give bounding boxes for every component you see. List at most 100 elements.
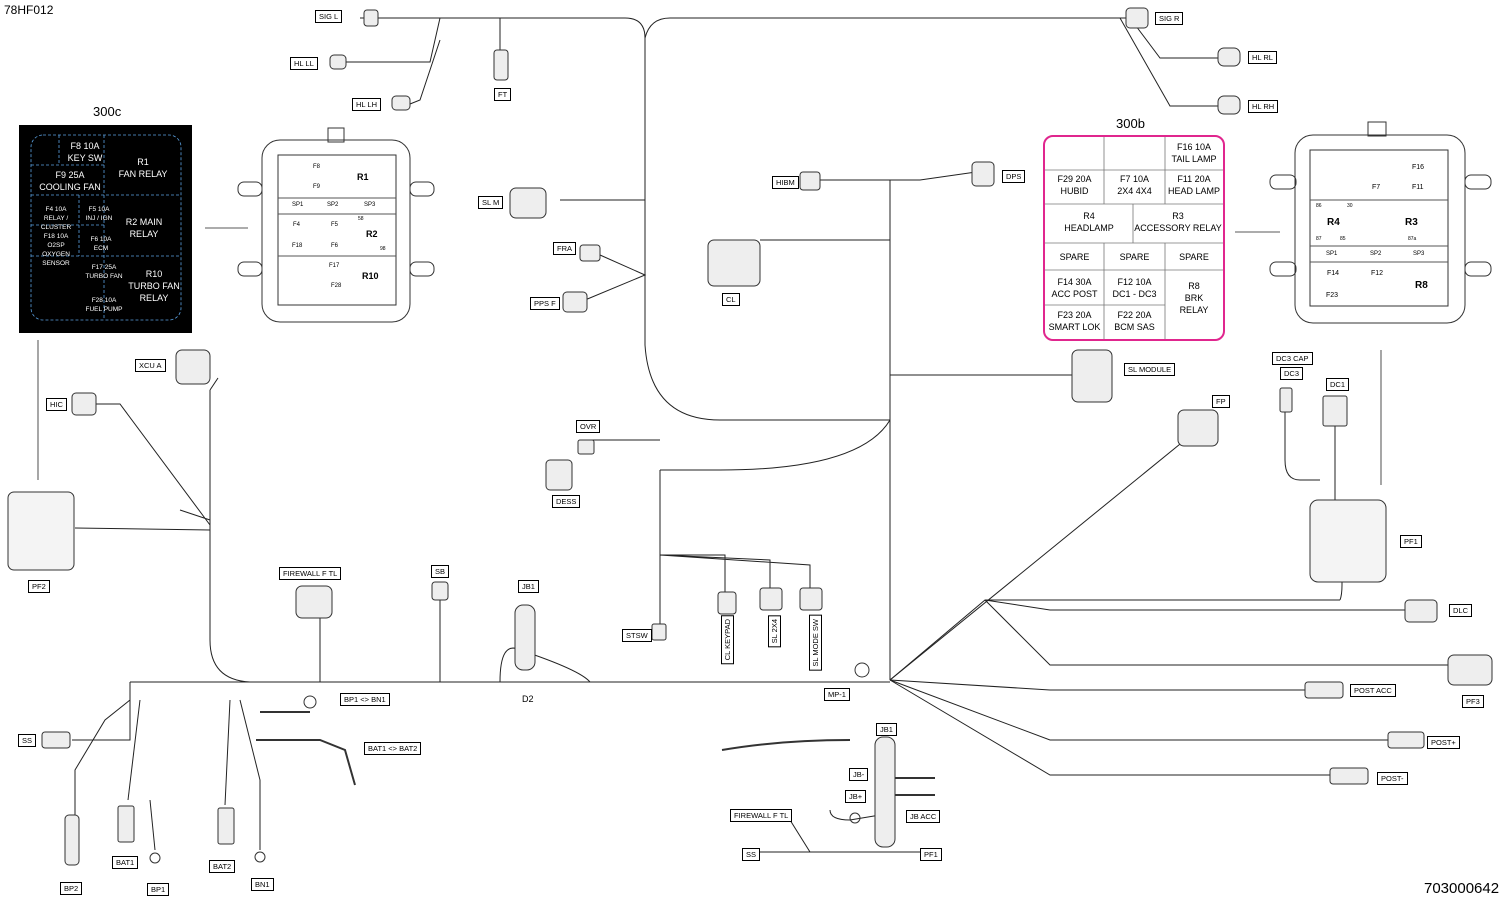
block-left-r1: R1 (357, 172, 369, 182)
tag-ft: FT (494, 88, 512, 101)
block-right-85: 85 (1340, 236, 1346, 242)
block-left-f18: F18 (292, 243, 303, 249)
tag-bat1-bat2: BAT1 <> BAT2 (364, 742, 422, 755)
block-right-sp3: SP3 (1413, 251, 1425, 257)
diagram-id: 78HF012 (4, 3, 54, 17)
fuse-box-300c-title: 300c (93, 104, 122, 119)
tag-bn1: BN1 (251, 878, 274, 891)
relay-300b-r3: R3 ACCESSORY RELAY (1134, 211, 1222, 233)
block-right-30: 30 (1347, 203, 1353, 209)
tag-hic: HIC (46, 398, 67, 411)
tag-mp-1: MP-1 (824, 688, 850, 701)
tag-hl-rl: HL RL (1248, 51, 1277, 64)
block-left-f8: F8 (313, 164, 321, 170)
block-right-f7: F7 (1372, 184, 1381, 191)
tag-jb-minus: JB- (849, 768, 869, 781)
tag-jb-plus: JB+ (845, 790, 867, 803)
fuse-300c-f18: F18 10A O2SP OXYGEN SENSOR (42, 233, 70, 267)
tag-jb1-lower: JB1 (876, 723, 897, 736)
tag-firewall-f-tl-lower: FIREWALL F TL (730, 809, 793, 822)
fuse-300c-f5: F5 10A INJ / IGN (85, 206, 113, 222)
tag-pps-f: PPS F (530, 297, 560, 310)
label-d2: D2 (522, 694, 534, 704)
block-right-f12: F12 (1371, 270, 1384, 277)
spare-300b-3: SPARE (1179, 252, 1209, 262)
tag-cl-keypad: CL KEYPAD (721, 615, 734, 665)
tag-ss-lower: SS (742, 848, 761, 861)
tag-sb: SB (431, 565, 450, 578)
block-left-sp3: SP3 (364, 202, 376, 208)
fuse-300c-f6: F6 10A ECM (90, 236, 112, 252)
block-left-sp1: SP1 (292, 202, 304, 208)
tag-bat1: BAT1 (112, 856, 139, 869)
fuse-300c-f9: F9 25A COOLING FAN (39, 170, 101, 192)
relay-300c-r1: R1 FAN RELAY (118, 157, 168, 179)
tag-hl-lh: HL LH (352, 98, 381, 111)
block-left-f4: F4 (293, 222, 301, 228)
fuse-300b-f14: F14 30A ACC POST (1051, 277, 1098, 299)
tag-ss: SS (18, 734, 37, 747)
block-right-87: 87 (1316, 236, 1322, 242)
tag-dlc: DLC (1449, 604, 1473, 617)
block-right-r4: R4 (1327, 217, 1340, 228)
tag-sig-l: SIG L (315, 10, 343, 23)
block-left-f6: F6 (331, 243, 339, 249)
tag-fp: FP (1212, 395, 1230, 408)
tag-bp1-bn1: BP1 <> BN1 (340, 693, 390, 706)
block-left-sp2: SP2 (327, 202, 339, 208)
tag-dc3-cap: DC3 CAP (1272, 352, 1313, 365)
fuse-300c-f4: F4 10A RELAY / CLUSTER (40, 206, 72, 231)
fuse-300b-f22: F22 20A BCM SAS (1114, 310, 1155, 332)
block-left-58: 58 (358, 216, 364, 222)
tag-xcu-a: XCU A (135, 359, 166, 372)
block-right-sp1: SP1 (1326, 251, 1338, 257)
block-left-r10: R10 (362, 271, 379, 281)
relay-300b-r8: R8 BRK RELAY (1179, 281, 1209, 315)
tag-pf1-lower: PF1 (920, 848, 942, 861)
fuse-box-300b-title: 300b (1116, 116, 1145, 131)
fuse-box-300c: F8 10A KEY SW R1 FAN RELAY F9 25A COOLIN… (19, 125, 192, 333)
tag-pf1: PF1 (1400, 535, 1422, 548)
spare-300b-2: SPARE (1119, 252, 1150, 262)
tag-pf3: PF3 (1462, 695, 1484, 708)
tag-hl-ll: HL LL (290, 57, 318, 70)
tag-hibm: HIBM (772, 176, 799, 189)
fuse-300b-f29: F29 20A HUBID (1057, 174, 1092, 196)
tag-jb1: JB1 (518, 580, 539, 593)
tag-cl: CL (722, 293, 740, 306)
tag-sl-2x4: SL 2X4 (768, 615, 781, 648)
tag-dps: DPS (1002, 170, 1026, 183)
tag-post-minus: POST- (1377, 772, 1408, 785)
tag-sl-module: SL MODULE (1124, 363, 1176, 376)
fuse-300b-f12: F12 10A DC1 - DC3 (1112, 277, 1157, 299)
tag-bp1: BP1 (147, 883, 170, 896)
tag-fra: FRA (553, 242, 576, 255)
fuse-300c-f8: F8 10A KEY SW (67, 141, 103, 163)
tag-ovr: OVR (576, 420, 601, 433)
fuse-300b-f7: F7 10A 2X4 4X4 (1117, 174, 1152, 196)
block-left-f17: F17 (329, 263, 340, 269)
tag-sig-r: SIG R (1155, 12, 1184, 25)
relay-300b-r4: R4 HEADLAMP (1064, 211, 1114, 233)
block-left-f28: F28 (331, 283, 342, 289)
relay-300c-r2: R2 MAIN RELAY (125, 217, 163, 239)
tag-bat2: BAT2 (209, 860, 236, 873)
relay-300c-r10: R10 TURBO FAN RELAY (128, 269, 180, 303)
fuse-300c-f17: F17 25A TURBO FAN (85, 264, 123, 280)
tag-pf2: PF2 (28, 580, 50, 593)
tag-jb-acc: JB ACC (906, 810, 941, 823)
block-right-sp2: SP2 (1370, 251, 1382, 257)
tag-sl-mode-sw: SL MODE SW (809, 615, 822, 671)
block-right-87a: 87a (1408, 236, 1417, 242)
tag-stsw: STSW (622, 629, 652, 642)
block-left-r2: R2 (366, 229, 378, 239)
block-left-f9: F9 (313, 184, 321, 190)
block-right-r8: R8 (1415, 280, 1428, 291)
spare-300b-1: SPARE (1059, 252, 1090, 262)
tag-dc1: DC1 (1326, 378, 1350, 391)
block-right-f16: F16 (1412, 164, 1425, 171)
fuse-300c-f28: F28 10A FUEL PUMP (85, 297, 123, 313)
tag-bp2: BP2 (60, 882, 83, 895)
block-right-r3: R3 (1405, 217, 1418, 228)
